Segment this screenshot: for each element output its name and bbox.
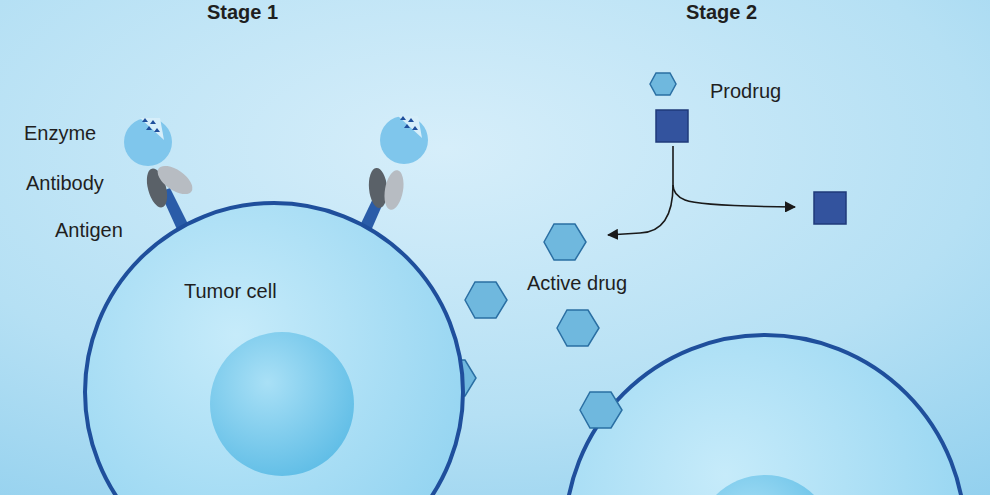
prodrug-molecule — [650, 73, 688, 142]
part-label: Prodrug — [710, 80, 781, 103]
reaction-arrow — [608, 146, 795, 235]
part-label: Antigen — [55, 219, 123, 242]
part-label: Antibody — [26, 172, 104, 195]
cell-label: Tumor cell — [184, 280, 277, 303]
cell-outline — [82, 200, 466, 495]
released-group — [814, 192, 846, 224]
stage-heading: Stage 1 — [207, 1, 278, 24]
tumor-cell: Tumor cell — [82, 200, 466, 495]
second-tumor-cell — [565, 335, 965, 495]
enzyme — [124, 116, 428, 166]
part-label: Active drug — [527, 272, 627, 295]
nucleus — [210, 332, 354, 476]
part-label: Enzyme — [24, 122, 96, 145]
stage-heading: Stage 2 — [686, 1, 757, 24]
